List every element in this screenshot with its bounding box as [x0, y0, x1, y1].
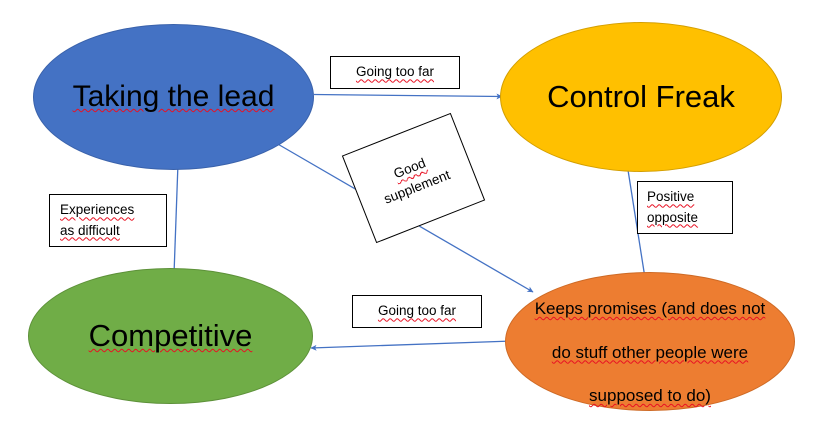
- node-taking-the-lead[interactable]: Taking the lead: [33, 24, 314, 170]
- node-keeps-promises-line-1: Keeps promises (and does not: [534, 299, 766, 318]
- node-keeps-promises-line-2: do stuff other people were: [551, 342, 749, 362]
- node-keeps-promises-line-3: supposed to do): [589, 386, 711, 405]
- edge-label-going-too-far-top[interactable]: Going too far: [330, 56, 460, 89]
- node-competitive-label: Competitive: [88, 318, 253, 354]
- edge-label-positive-opposite-line-1: Positive: [647, 189, 695, 205]
- edge-label-experiences-as-difficult-line-1: Experiences: [60, 202, 135, 218]
- arrow-control-freak-to-keeps-promises: [627, 169, 648, 279]
- node-keeps-promises[interactable]: Keeps promises (and does not do stuff ot…: [505, 272, 795, 411]
- edge-label-experiences-as-difficult-line-2: as difficult: [60, 222, 120, 238]
- arrow-taking-the-lead-to-control-freak: [313, 93, 503, 100]
- edge-label-going-too-far-bottom-text: Going too far: [377, 303, 457, 319]
- node-taking-the-lead-label: Taking the lead: [72, 79, 275, 113]
- edge-label-positive-opposite[interactable]: Positive opposite: [637, 181, 733, 234]
- node-control-freak[interactable]: Control Freak: [500, 22, 782, 172]
- node-keeps-promises-label: Keeps promises (and does not do stuff ot…: [525, 276, 776, 407]
- edge-label-positive-opposite-line-2: opposite: [647, 209, 699, 225]
- node-control-freak-label: Control Freak: [547, 79, 735, 115]
- node-competitive[interactable]: Competitive: [28, 268, 313, 404]
- edge-label-going-too-far-top-text: Going too far: [355, 64, 435, 80]
- edge-label-experiences-as-difficult[interactable]: Experiences as difficult: [49, 194, 167, 247]
- edge-label-going-too-far-bottom[interactable]: Going too far: [352, 295, 482, 328]
